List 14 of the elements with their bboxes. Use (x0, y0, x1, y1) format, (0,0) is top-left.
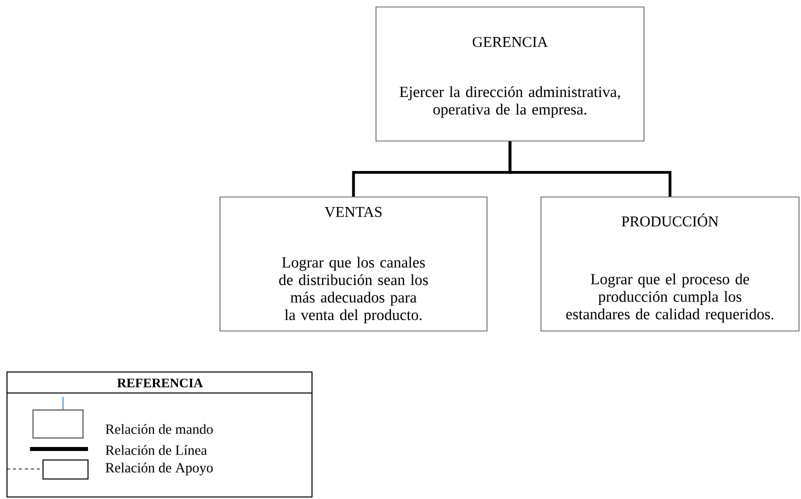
org-box (220, 196, 488, 332)
box-description: Lograr que los canales de distribución sean los más adecuados para la venta del producto. (279, 256, 428, 324)
box-description: Ejercer la dirección administrativa, operativa de la empresa. (400, 86, 620, 118)
org-box (540, 196, 800, 332)
box-title: VENTAS (324, 206, 382, 218)
legend-text: Relación de mando (106, 424, 213, 434)
legend-text: Relación de Apoyo (106, 462, 213, 476)
org-box (376, 6, 644, 142)
legend-title: REFERENCIA (117, 378, 203, 388)
connector-line (508, 141, 672, 197)
box-title: GERENCIA (472, 36, 548, 48)
box-description: Lograr que el proceso de producción cumpla los estandares de calidad requeridos. (566, 273, 774, 323)
legend-text: Relación de Línea (106, 445, 207, 455)
box-title: PRODUCCIÓN (622, 213, 718, 226)
